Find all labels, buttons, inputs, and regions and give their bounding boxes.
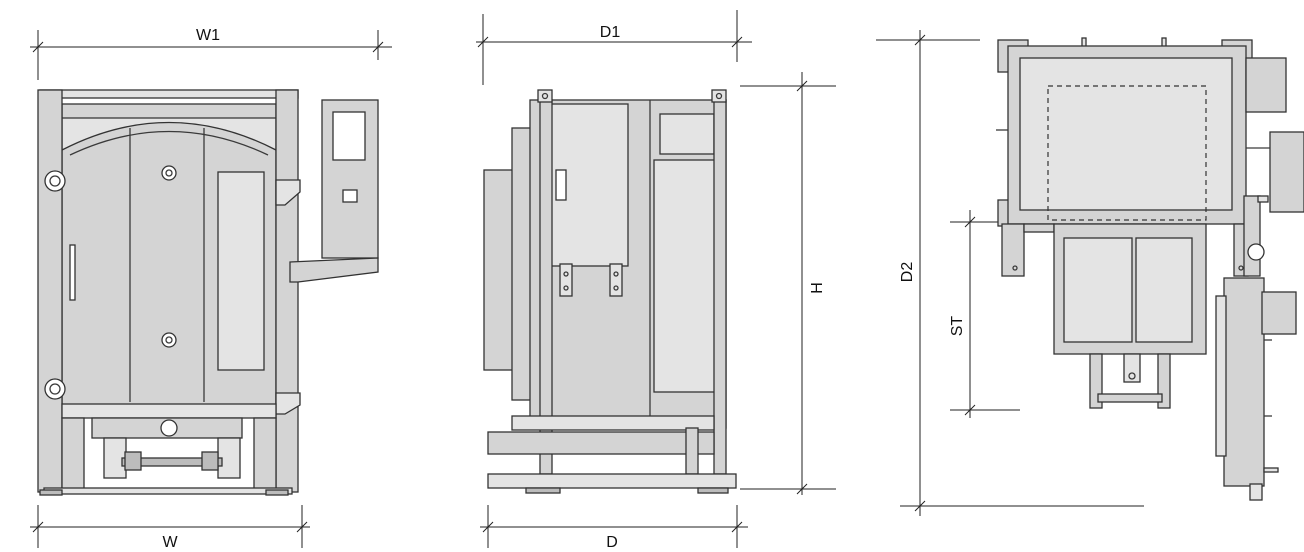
side-bracket-left — [559, 263, 573, 297]
d1-dimension: D1 — [476, 10, 752, 85]
side-rear-frame — [511, 127, 533, 401]
front-top-rail — [39, 89, 299, 99]
side-base-frame — [487, 431, 715, 455]
side-foot-right — [697, 487, 729, 494]
side-base-post — [685, 427, 699, 475]
front-bolt-bottom — [161, 332, 177, 348]
top-frame-strip — [1023, 223, 1055, 233]
top-drum-outline — [1047, 85, 1207, 221]
top-box-right-upper — [1245, 57, 1287, 113]
side-foot-left — [525, 487, 561, 494]
top-view: D2 ST — [876, 30, 1304, 516]
front-bolt-top — [161, 165, 177, 181]
front-drain — [160, 419, 178, 437]
side-rear-panel — [483, 169, 515, 371]
d2-label: D2 — [899, 262, 916, 283]
front-foot-left — [39, 489, 63, 496]
side-base-upper — [511, 415, 715, 431]
d-dimension: D — [480, 505, 748, 551]
front-motor-bar — [121, 457, 223, 467]
front-base-plate — [61, 403, 277, 419]
top-leg-lug — [1123, 353, 1141, 383]
side-post-right — [713, 99, 727, 475]
side-view: D1 — [476, 10, 836, 551]
st-label: ST — [949, 316, 966, 337]
front-left-post — [37, 89, 63, 493]
d1-label: D1 — [600, 24, 621, 41]
w1-dimension: W1 — [30, 27, 392, 80]
side-floor-plate — [487, 473, 737, 489]
front-base-left — [61, 417, 85, 491]
side-lug-right — [711, 89, 727, 103]
top-drum-area — [1019, 57, 1233, 211]
top-step-right — [1135, 237, 1193, 343]
side-door-panel — [653, 159, 721, 393]
front-control-switch — [342, 189, 358, 203]
front-hinge-top — [44, 170, 66, 192]
front-foot-right — [265, 489, 289, 496]
side-bracket-right — [609, 263, 623, 297]
top-door-edge — [1215, 295, 1227, 457]
front-motor-left — [124, 451, 142, 471]
front-view: W1 — [30, 27, 392, 551]
top-door-foot — [1249, 483, 1263, 501]
top-door-box — [1261, 291, 1297, 335]
top-hinge-post — [1243, 195, 1261, 277]
front-control-arm — [289, 257, 379, 283]
d2-dimension: D2 — [876, 30, 1144, 516]
top-box-right-mid — [1269, 131, 1304, 213]
top-hinge-pin — [1257, 195, 1269, 203]
front-control-display — [332, 111, 366, 161]
front-base-right — [253, 417, 277, 491]
top-hinge-knob — [1247, 243, 1265, 261]
w-label: W — [162, 534, 178, 551]
front-hinge-bottom — [44, 378, 66, 400]
top-step-left — [1063, 237, 1133, 343]
side-control-handle — [555, 169, 567, 201]
d-label: D — [606, 534, 618, 551]
top-door-pin — [1263, 467, 1279, 473]
top-leg-bar — [1097, 393, 1163, 403]
top-frame-left — [1001, 223, 1025, 277]
top-door-panel — [1223, 277, 1265, 487]
front-latch-top — [275, 179, 301, 206]
front-motor-right — [201, 451, 219, 471]
front-side-panel — [217, 171, 265, 371]
h-label: H — [809, 282, 826, 294]
w1-label: W1 — [196, 27, 220, 44]
front-right-post — [275, 89, 299, 493]
h-dimension: H — [740, 72, 836, 495]
front-floor-plate — [43, 487, 293, 495]
side-lug-left — [537, 89, 553, 103]
st-dimension: ST — [949, 210, 1020, 418]
w-dimension: W — [30, 505, 310, 551]
front-door-handle — [69, 244, 76, 301]
side-upper-panel — [659, 113, 715, 155]
